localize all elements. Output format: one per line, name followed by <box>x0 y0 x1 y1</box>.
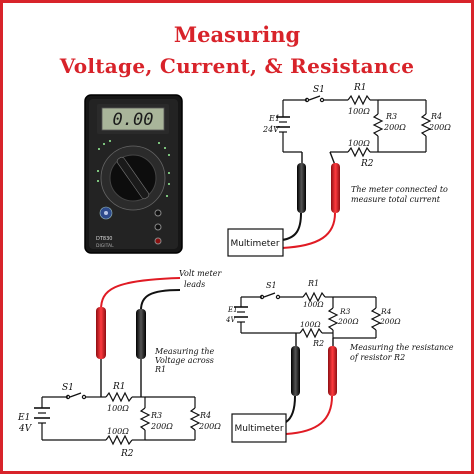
circuit-resistance <box>234 291 382 339</box>
r4-label: R4 <box>430 112 442 121</box>
multimeter-box-label: Multimeter <box>234 424 283 434</box>
resistance-note-1: Measuring the resistance <box>349 343 454 352</box>
r3-label: R3 <box>150 411 162 420</box>
r3-label: R3 <box>385 112 397 121</box>
r2-value: 100Ω <box>348 139 370 148</box>
circuit-voltage <box>34 391 201 446</box>
probe-pair-resistance: Multimeter <box>231 333 337 443</box>
r4-label: R4 <box>199 411 211 420</box>
switch-label: S1 <box>62 383 74 393</box>
note-line-1: The meter connected to <box>351 185 448 194</box>
voltage-note-1: Measuring the <box>154 347 215 356</box>
r3-value: 200Ω <box>150 422 173 431</box>
battery-label: E1 <box>227 306 238 314</box>
r3-value: 200Ω <box>383 123 406 132</box>
red-probe <box>96 307 106 359</box>
voltage-note-2: Voltage across <box>155 356 214 365</box>
meter-brand-sub: DIGITAL <box>96 243 114 249</box>
r2-label: R2 <box>120 449 134 459</box>
page-subtitle: Voltage, Current, & Resistance <box>59 54 415 78</box>
r4-label: R4 <box>380 307 392 316</box>
dial-markings <box>97 140 170 197</box>
multimeter-box-label: Multimeter <box>230 239 279 249</box>
r1-label: R1 <box>112 382 126 392</box>
voltage-note-3: R1 <box>154 365 166 374</box>
circuit-voltage-labels: S1 E1 4V R1 100Ω R3 200Ω R4 200Ω 100Ω R2 <box>17 382 221 459</box>
r1-value: 100Ω <box>348 107 370 116</box>
r3-label: R3 <box>339 307 351 316</box>
r2-value: 100Ω <box>300 320 321 329</box>
r2-label: R2 <box>360 159 374 169</box>
r1-label: R1 <box>307 279 319 288</box>
resistance-note-2: of resistor R2 <box>350 353 405 362</box>
note-line-2: measure total current <box>351 195 441 204</box>
r4-value: 200Ω <box>428 123 451 132</box>
leads-label-2: leads <box>184 280 205 289</box>
lcd-display <box>101 107 165 131</box>
meter-model-label: DT830 <box>96 236 112 242</box>
probe-pair-current: Multimeter <box>227 151 340 257</box>
lcd-reading: 0.00 <box>113 110 154 130</box>
r1-value: 100Ω <box>303 300 324 309</box>
switch-label: S1 <box>266 281 277 290</box>
circuit-resistance-labels: S1 E1 4V R1 100Ω R3 200Ω R4 200Ω 100Ω R2… <box>225 279 454 362</box>
com-jack <box>154 223 162 231</box>
r4-value: 200Ω <box>198 422 221 431</box>
volt-meter-leads <box>96 277 181 397</box>
red-probe <box>328 346 337 396</box>
red-probe <box>331 163 340 213</box>
battery-label: E1 <box>268 114 280 123</box>
r1-value: 100Ω <box>107 404 129 413</box>
r2-label: R2 <box>312 339 324 348</box>
page-title: Measuring <box>173 22 301 47</box>
black-probe <box>291 346 300 396</box>
v-ohm-jack <box>154 237 162 245</box>
r1-label: R1 <box>353 83 367 93</box>
leads-label-1: Volt meter <box>179 269 222 278</box>
digital-multimeter: 0.00 DT830 DIGITAL <box>84 94 183 254</box>
dial-pointer <box>116 156 150 200</box>
black-probe <box>297 163 306 213</box>
circuit-total-current-labels: S1 E1 24V R1 100Ω R3 200Ω R4 200Ω 100Ω R… <box>262 83 451 204</box>
circuit-total-current <box>276 94 432 158</box>
multimeter-box <box>231 413 287 443</box>
battery-value: 4V <box>18 424 33 434</box>
battery-label: E1 <box>17 413 30 423</box>
battery-value: 4V <box>225 316 236 324</box>
multimeter-box <box>227 228 284 257</box>
r4-value: 200Ω <box>379 317 401 326</box>
r3-value: 200Ω <box>337 317 359 326</box>
r2-value: 100Ω <box>107 427 129 436</box>
black-probe <box>136 309 146 359</box>
battery-value: 24V <box>262 125 280 134</box>
switch-label: S1 <box>313 85 325 95</box>
